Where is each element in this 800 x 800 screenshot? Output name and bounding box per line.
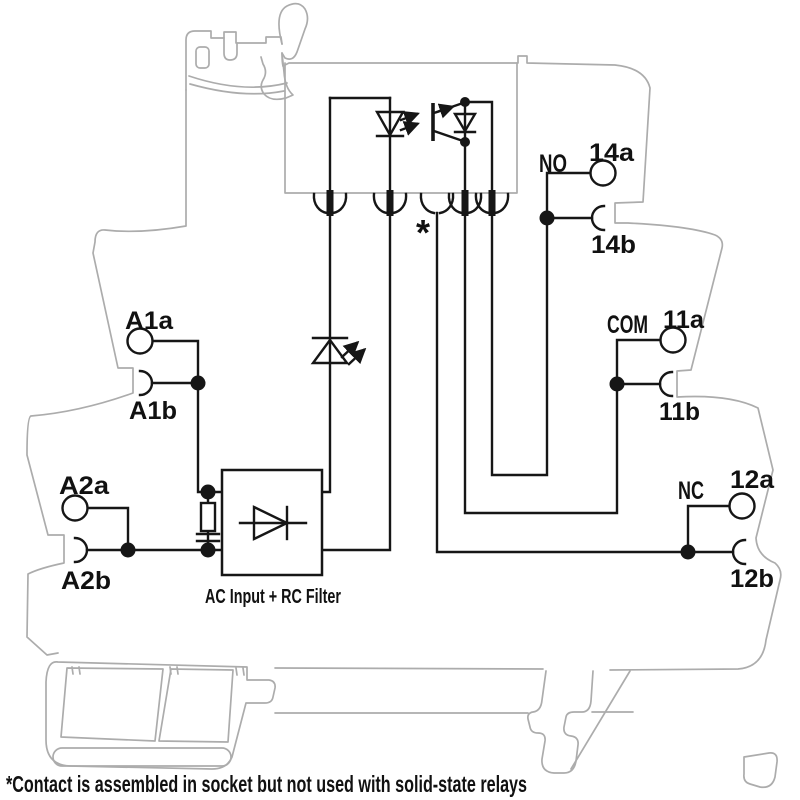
label-11b: 11b bbox=[659, 398, 700, 426]
wire-12a bbox=[686, 504, 732, 554]
junction-dot bbox=[539, 210, 555, 226]
label-a2a: A2a bbox=[59, 472, 110, 500]
socket-contacts bbox=[312, 190, 510, 216]
junction-dot bbox=[190, 375, 206, 391]
din-rail-line bbox=[274, 711, 634, 714]
junction-dot bbox=[120, 542, 136, 558]
terminal-circle-11a bbox=[659, 326, 687, 354]
housing-top-right-profile bbox=[282, 55, 782, 671]
junction-dot bbox=[460, 97, 470, 107]
socket-cup-1 bbox=[312, 192, 348, 215]
asterisk-marker: * bbox=[416, 212, 430, 253]
label-a2b: A2b bbox=[61, 567, 111, 595]
junction-dot bbox=[200, 542, 216, 558]
junction-dot bbox=[460, 137, 470, 147]
terminal-symbols bbox=[61, 159, 756, 566]
contact-pin-2 bbox=[386, 190, 394, 216]
foot-panel-2 bbox=[158, 668, 234, 743]
socket-cup-2 bbox=[372, 192, 408, 215]
junction-dots bbox=[120, 210, 696, 560]
led-triangle bbox=[310, 337, 350, 365]
hook-outline bbox=[527, 670, 594, 774]
transistor-arrow bbox=[435, 103, 455, 119]
release-latch bbox=[185, 2, 309, 101]
diode-triangle bbox=[452, 112, 478, 134]
latch-hole bbox=[195, 46, 210, 69]
wire-pin1-to-box bbox=[320, 96, 332, 494]
label-a1b: A1b bbox=[129, 397, 177, 425]
hook-diagonal bbox=[570, 670, 631, 770]
labels: A1a A1b A2a A2b NO 14a 14b COM 11a 11b N… bbox=[6, 139, 775, 797]
socket-cup-5 bbox=[474, 192, 510, 215]
socket-cup-4 bbox=[447, 192, 483, 215]
label-com: COM bbox=[607, 311, 648, 339]
terminal-arc-14b bbox=[590, 204, 606, 232]
label-12b: 12b bbox=[730, 565, 774, 593]
terminal-circle-a1a bbox=[126, 327, 154, 355]
socket-cup-3-unused bbox=[419, 192, 455, 215]
rc-snubber bbox=[195, 501, 221, 543]
capacitor-icon bbox=[195, 532, 221, 543]
terminal-circle-a2a bbox=[61, 494, 89, 522]
led-triangle bbox=[374, 110, 406, 138]
terminal-arc-11b bbox=[658, 370, 674, 398]
terminal-arc-12b bbox=[731, 538, 747, 566]
latch-spring-arcs bbox=[188, 75, 288, 95]
latch-lower-piece bbox=[260, 52, 294, 101]
led-light-arrow-2 bbox=[399, 121, 420, 136]
terminal-circle-12a bbox=[728, 492, 756, 520]
terminal-arc-a1b bbox=[138, 369, 154, 397]
wire-pin2-to-box bbox=[320, 96, 392, 552]
din-rail-foot bbox=[45, 661, 276, 770]
led-light-arrow-1 bbox=[399, 111, 420, 126]
optocoupler bbox=[374, 97, 478, 147]
label-no: NO bbox=[539, 150, 567, 178]
foot-panel-1 bbox=[60, 667, 164, 742]
label-a1a: A1a bbox=[125, 307, 174, 335]
junction-dot bbox=[609, 376, 625, 392]
wire-unused-contact-to-nc bbox=[435, 211, 735, 554]
phototransistor-icon bbox=[431, 101, 465, 143]
label-11a: 11a bbox=[663, 306, 705, 334]
housing-bottom-edge bbox=[274, 667, 544, 670]
contact-pin-5 bbox=[488, 190, 496, 216]
wire-emitter-to-com bbox=[463, 140, 662, 515]
terminal-arc-a2b bbox=[73, 536, 89, 564]
footnote: *Contact is assembled in socket but not … bbox=[6, 771, 527, 797]
foot-slot bbox=[52, 747, 232, 767]
wire-collector-to-pin5-no bbox=[463, 100, 549, 477]
label-14a: 14a bbox=[589, 139, 635, 167]
optocoupler-led-icon bbox=[374, 110, 420, 138]
input-diode-triangle bbox=[252, 505, 290, 541]
junction-dot bbox=[200, 484, 216, 500]
foot-outline bbox=[45, 661, 276, 770]
transistor-emitter bbox=[432, 129, 465, 143]
ac-input-block bbox=[220, 468, 324, 577]
latch-body bbox=[185, 30, 283, 91]
contact-pin-1 bbox=[326, 190, 334, 216]
label-14b: 14b bbox=[591, 231, 636, 259]
relay-housing-outline bbox=[26, 2, 782, 789]
indicator-led-icon bbox=[310, 336, 367, 366]
label-nc: NC bbox=[678, 477, 704, 505]
latch-notch bbox=[223, 37, 238, 61]
protection-diode-icon bbox=[452, 112, 478, 134]
wire-a2a bbox=[86, 506, 130, 552]
junction-dot bbox=[680, 544, 696, 560]
terminal-circle-14a bbox=[589, 159, 617, 187]
label-12a: 12a bbox=[730, 466, 775, 494]
led-light-arrow-2 bbox=[347, 347, 367, 366]
housing-left-profile bbox=[26, 89, 187, 656]
label-ac-input-block: AC Input + RC Filter bbox=[205, 586, 341, 608]
optocoupler-compartment-box bbox=[284, 62, 518, 194]
wire-14a-14b bbox=[545, 171, 594, 220]
led-light-arrow-1 bbox=[340, 340, 360, 359]
resistor-icon bbox=[199, 501, 217, 533]
din-rail-hook bbox=[527, 670, 631, 774]
bottom-right-corner-piece bbox=[743, 752, 778, 789]
contact-pin-4 bbox=[461, 190, 469, 216]
